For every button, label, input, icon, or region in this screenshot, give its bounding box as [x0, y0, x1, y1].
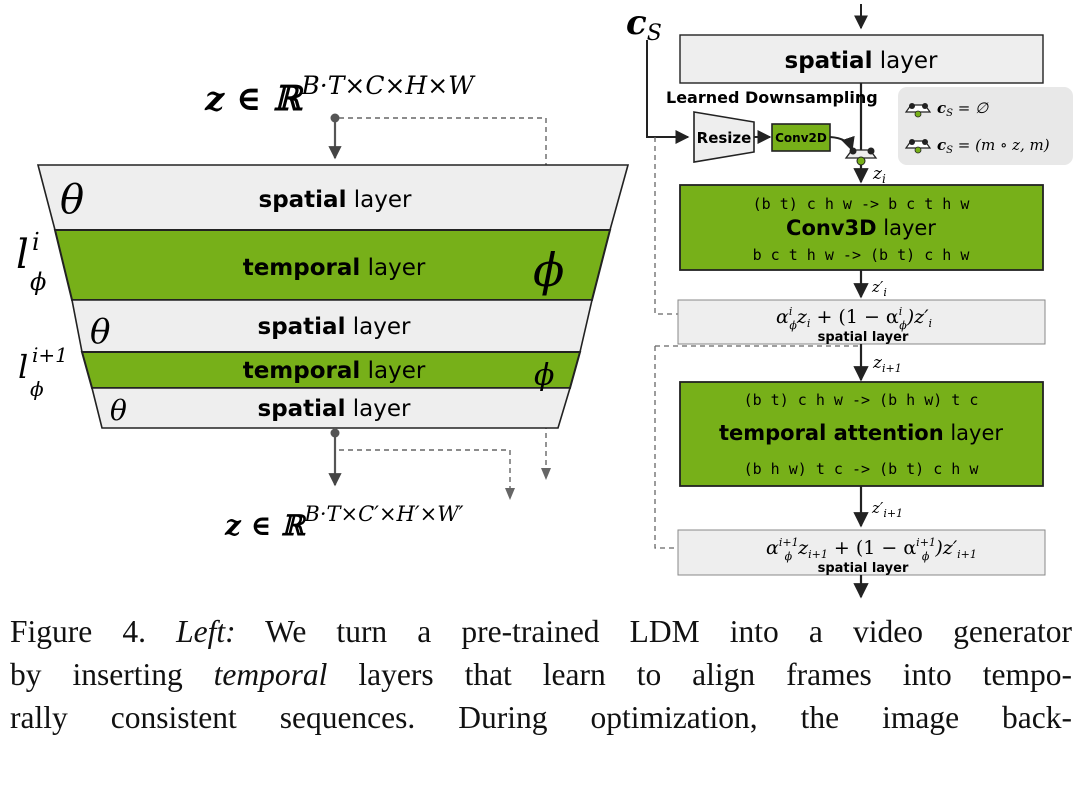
- right-detail: cS spatial layer Learned Downsampling Re…: [626, 3, 1073, 599]
- svg-text:ϕ: ϕ: [30, 377, 44, 401]
- conv3d-layer: [679, 184, 1044, 271]
- temporal-attention-rearrange-out: (b h w) t c -> (b t) c h w: [744, 460, 980, 478]
- svg-text:i+1: i+1: [32, 343, 68, 367]
- condition-cs-label: cS: [626, 3, 662, 46]
- input-shape-label: z ∈ ℝB·T×C×H×W: [204, 71, 476, 119]
- temporal-layer-2-label: temporal layer: [243, 358, 426, 384]
- legend-entry-mask: cS = (m ∘ z, m): [937, 136, 1050, 156]
- blend2-label: spatial layer: [818, 561, 909, 576]
- figure-caption: Figure 4. Left: We turn a pre-trained LD…: [10, 610, 1072, 739]
- layer-index-label-i-plus-1: l i+1 ϕ: [18, 343, 68, 401]
- temporal-attention-layer: [679, 381, 1044, 487]
- resize-label: Resize: [697, 129, 752, 147]
- conv2d-label: Conv2D: [775, 131, 827, 145]
- caption-line-2: by inserting temporal layers that learn …: [10, 653, 1072, 696]
- caption-line-1-text: We turn a pre-trained LDM into a video g…: [235, 614, 1072, 649]
- spatial-layer-2-label: spatial layer: [258, 314, 412, 340]
- blend-spatial-layer-1: [677, 299, 1046, 345]
- conv3d-layer-label: Conv3D layer: [786, 216, 936, 240]
- temporal-layer-1-label: temporal layer: [243, 255, 426, 281]
- architecture-diagram: z ∈ ℝB·T×C×H×W spatial layer temporal la…: [16, 3, 1073, 599]
- svg-text:i: i: [32, 228, 40, 256]
- conv3d-rearrange-out: b c t h w -> (b t) c h w: [753, 246, 971, 264]
- temporal-attention-label: temporal attention layer: [719, 421, 1003, 445]
- phi-param-1: ϕ: [533, 243, 564, 297]
- skip-to-blend1: [654, 137, 765, 315]
- spatial-layer-1-label: spatial layer: [259, 187, 413, 213]
- input-shape-superscript: B·T×C×H×W: [300, 71, 476, 100]
- legend-box: [898, 87, 1073, 165]
- caption-figure-number: Figure 4.: [10, 614, 177, 649]
- theta-param-2: θ: [90, 312, 110, 352]
- output-shape-superscript: B·T×C′×H′×W′: [303, 502, 463, 526]
- phi-param-2: ϕ: [534, 358, 554, 393]
- zi1-prime-label: z′i+1: [871, 499, 903, 520]
- spatial-layer-3-label: spatial layer: [258, 396, 412, 422]
- caption-line-2-b: layers that learn to align frames into t…: [327, 657, 1072, 692]
- caption-line-1: Figure 4. Left: We turn a pre-trained LD…: [10, 610, 1072, 653]
- top-spatial-layer-label: spatial layer: [785, 48, 939, 74]
- caption-left-label: Left:: [176, 614, 236, 649]
- svg-text:l: l: [16, 232, 29, 278]
- conv2d-to-switch-arrow: [829, 135, 855, 152]
- zi-label: zi: [872, 164, 886, 186]
- conv2d-block: [771, 123, 831, 152]
- temporal-attention-rearrange-in: (b t) c h w -> (b h w) t c: [744, 391, 979, 409]
- theta-param-1: θ: [60, 177, 84, 223]
- svg-text:ϕ: ϕ: [30, 268, 46, 296]
- cs-to-resize-arrow: [646, 40, 690, 144]
- input-skip-arrowhead: [541, 468, 551, 480]
- caption-temporal-emphasis: temporal: [213, 657, 328, 692]
- layer-index-label-i: l i ϕ: [16, 228, 46, 296]
- output-skip-arrowhead: [505, 488, 515, 500]
- conv3d-rearrange-in: (b t) c h w -> b c t h w: [753, 195, 971, 213]
- legend-switch-icon-1: [904, 103, 932, 118]
- output-skip-dashed: [339, 449, 511, 490]
- zi1-label: zi+1: [872, 353, 902, 375]
- theta-param-3: θ: [110, 394, 127, 427]
- caption-line-3: rally consistent sequences. During optim…: [10, 700, 1072, 735]
- svg-text:l: l: [18, 348, 28, 386]
- blend1-label: spatial layer: [818, 330, 909, 345]
- left-network: z ∈ ℝB·T×C×H×W spatial layer temporal la…: [16, 71, 630, 542]
- switch-icon: [844, 147, 878, 166]
- resize-block: [693, 111, 755, 163]
- learned-downsampling-label: Learned Downsampling: [666, 88, 878, 107]
- skip-to-blend2: [654, 346, 765, 549]
- output-shape-label: z ∈ ℝB·T×C′×H′×W′: [224, 502, 464, 542]
- caption-line-2-a: by inserting: [10, 657, 214, 692]
- spatial-layer-3: [90, 387, 572, 429]
- zi-prime-label: z′i: [871, 278, 887, 299]
- legend-entry-empty: cS = ∅: [937, 99, 989, 119]
- blend-spatial-layer-2: [677, 529, 1046, 576]
- legend-switch-icon-2: [904, 139, 932, 154]
